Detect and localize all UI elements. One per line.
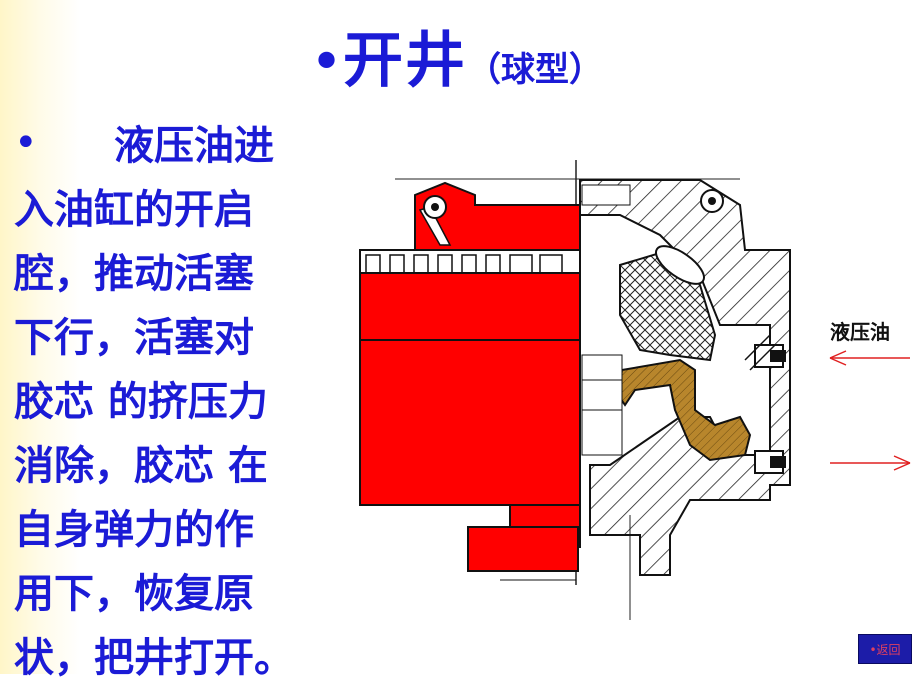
back-button[interactable]: •返回 (858, 634, 912, 664)
body-line: 胶芯 的挤压力 (14, 379, 268, 425)
body-line: 消除，胶芯 在 (14, 443, 268, 489)
body-text: 液压油进 入油缸的开启 腔，推动活塞 下行，活塞对 胶芯 的挤压力 消除，胶芯 … (14, 114, 314, 690)
title-main: 开井 (343, 26, 468, 96)
body-line: 液压油进 (74, 123, 274, 169)
body-line: 状，把井打开。 (14, 635, 294, 681)
body-line: 用下，恢复原 (14, 571, 254, 617)
body-line: 下行，活塞对 (14, 315, 254, 361)
title-bullet: • (309, 30, 344, 95)
oil-inlet-arrow (829, 350, 910, 366)
red-piston-body (359, 181, 581, 581)
title-sub: （球型） (467, 50, 604, 90)
slide-title: •开井（球型） (0, 12, 913, 99)
left-gradient-decoration (0, 0, 80, 674)
body-line: 入油缸的开启 (14, 187, 254, 233)
body-line: 腔，推动活塞 (14, 251, 254, 297)
bop-cross-section-diagram (359, 160, 911, 620)
text-bullet: • (14, 120, 38, 166)
housing-cross-section (579, 179, 791, 576)
hydraulic-oil-label: 液压油 (830, 320, 890, 344)
body-line: 自身弹力的作 (14, 507, 254, 553)
oil-outlet-arrow (830, 455, 911, 471)
